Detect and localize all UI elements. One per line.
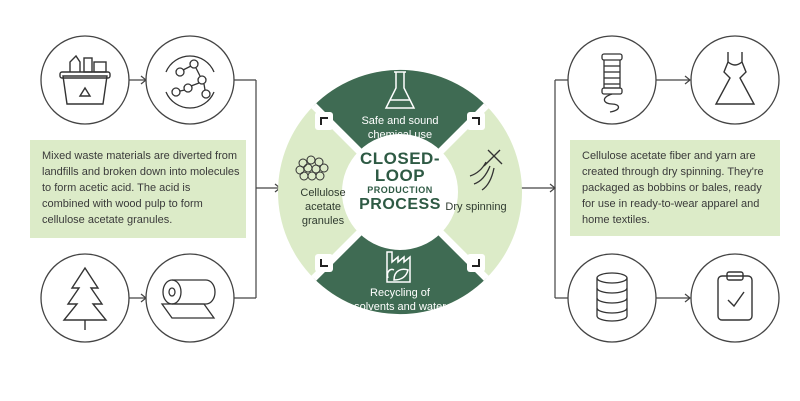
segment-top-label: Safe and sound chemical use (361, 115, 439, 141)
bale-icon (596, 272, 628, 322)
process-ring (278, 69, 522, 315)
spinneret-icon (469, 149, 503, 191)
flask-icon (384, 71, 416, 109)
granules-icon (295, 155, 329, 181)
clipboard-icon (717, 271, 753, 321)
dress-icon (714, 52, 756, 105)
center-title-line2: LOOP (374, 166, 426, 185)
left-icon-circles (40, 35, 235, 343)
segment-right-label: Dry spinning (445, 201, 507, 213)
left-description-text: Mixed waste materials are diverted from … (42, 150, 240, 226)
segment-top (313, 69, 487, 192)
center-title-line1: CLOSED- (360, 149, 440, 168)
center-circle (342, 134, 458, 250)
segment-bottom (313, 192, 487, 315)
left-description-panel: Mixed waste materials are diverted from … (30, 140, 246, 238)
factory-leaf-icon (386, 251, 411, 283)
right-description-panel: Cellulose acetate fiber and yarn are cre… (570, 140, 780, 236)
corner-arrows (315, 112, 485, 272)
right-icon-circles (567, 35, 780, 343)
tree-icon (62, 266, 108, 330)
spool-icon (601, 53, 623, 113)
center-title-line4: PROCESS (359, 196, 441, 213)
right-description-text: Cellulose acetate fiber and yarn are cre… (582, 150, 764, 226)
wood-pulp-roll-icon (160, 279, 216, 319)
molecule-icon (165, 55, 215, 109)
center-title-line3: PRODUCTION (367, 185, 433, 195)
segment-left-label: Cellulose acetate granules (300, 187, 346, 227)
segment-bottom-label: Recycling of solvents and water (354, 287, 446, 313)
center-title: CLOSED- LOOP PRODUCTION PROCESS (350, 150, 450, 214)
recycling-bin-icon (59, 54, 111, 105)
